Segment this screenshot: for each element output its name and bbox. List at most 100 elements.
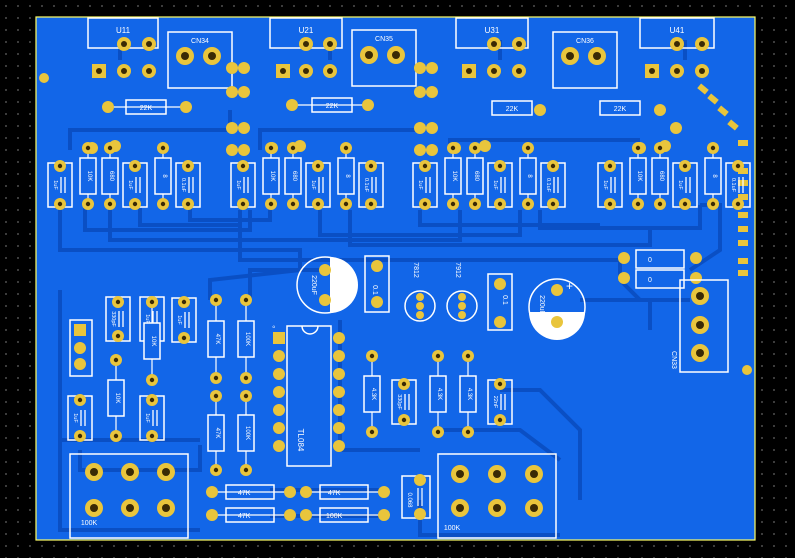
cap-1uf-ll2: 1uF (139, 394, 165, 442)
resistor-22k-b: 22K (286, 97, 374, 113)
resistor-22k-a: 22K (102, 99, 192, 115)
cn35-connector: CN35 (351, 29, 417, 87)
resistor-100k-h4: 100K (300, 507, 390, 523)
resistor-680-ch2: 680 (284, 142, 302, 210)
cap-1uf-lowerleft-b: 1uF (171, 296, 197, 344)
cap-220uf-left: + 220uF (296, 256, 358, 314)
resistor-label: 100K (244, 332, 250, 346)
cap-label: 1uF (52, 180, 58, 190)
cap-01uf-ch2: 0.1uF (358, 160, 384, 210)
resistor-43k-b: 4.3K (429, 350, 447, 438)
resistor-label: 47K (238, 513, 251, 520)
cap-label: 0.1 (501, 295, 508, 305)
resistor-label: 22K (326, 103, 339, 110)
cap-01uf-ch1: 0.1uF (175, 160, 201, 210)
cap-label: 0.1uF (730, 178, 736, 193)
resistor-label: 10K (451, 171, 457, 182)
resistor-label: 10K (269, 171, 275, 182)
cap-label: 1uF (144, 314, 150, 324)
resistor-label: 10K (150, 336, 156, 347)
cap-1uf-b-ch3: 1uF (487, 160, 513, 210)
regulator-7812: 7812 (404, 262, 436, 322)
cap-label: 0.1uF (180, 178, 186, 193)
resistor-22k-c: 22K (491, 100, 533, 116)
u11-regulator: U11 (87, 17, 159, 78)
resistor-label: 8 (526, 174, 532, 178)
cap-label: 1uF (235, 180, 241, 190)
cap-1uf-b-ch2: 1uF (305, 160, 331, 210)
resistor-label: 8 (161, 174, 167, 178)
u31-regulator: U31 (455, 17, 529, 78)
resistor-label: 8 (711, 174, 717, 178)
resistor-label: 22K (506, 106, 519, 113)
u41-label: U41 (670, 26, 685, 35)
copper-traces (58, 40, 722, 537)
cap-01uf-ch4: 0.1uF (725, 160, 751, 210)
resistor-label: 47K (214, 334, 220, 345)
cap-1uf-ch3: 1uF (412, 160, 438, 210)
resistor-label: 100K (326, 513, 343, 520)
resistor-label: 47K (214, 428, 220, 439)
resistor-47k-h1: 47K (206, 484, 296, 500)
resistor-label: 22K (614, 106, 627, 113)
cap-label: 0.1uF (545, 178, 551, 193)
cap-label: 220uF (310, 275, 317, 295)
resistor-label: 4.3K (370, 388, 376, 400)
pot-label: 100K (81, 520, 98, 527)
cap-label: 1uF (492, 180, 498, 190)
resistor-8-ch4: 8 (704, 142, 722, 210)
resistor-8-ch3: 8 (519, 142, 537, 210)
resistor-680-ch1: 680 (101, 142, 119, 210)
pot-100k-right: 100K (437, 453, 557, 539)
resistor-10k-ll2: 10K (107, 354, 125, 442)
cap-label: 0.1 (371, 285, 378, 295)
cn33-label: CN33 (670, 351, 677, 369)
mounting-hole (742, 365, 752, 375)
resistor-label: 47K (238, 490, 251, 497)
resistor-100k-v2: 100K (237, 390, 255, 476)
cn36-connector: CN36 (552, 31, 618, 89)
regulator-7912: 7912 (446, 262, 478, 322)
resistor-label: 680 (658, 171, 664, 182)
resistor-8-ch1: 8 (154, 142, 172, 210)
resistor-43k-c: 4.3K (459, 350, 477, 438)
cap-label: 0.1uF (363, 178, 369, 193)
resistor-8-ch2: 8 (337, 142, 355, 210)
cap-330pf-mid: 330pF (391, 378, 417, 426)
resistor-label: 22K (140, 105, 153, 112)
svg-text:+: + (566, 279, 573, 293)
cap-22nf: 22nF (487, 378, 513, 426)
cap-01uf-ch3: 0.1uF (540, 160, 566, 210)
cap-1uf-b-ch4: 1uF (672, 160, 698, 210)
resistor-43k-a: 4.3K (363, 350, 381, 438)
resistor-10k-ch1: 10K (79, 142, 97, 210)
cap-01-left: 0.1 (364, 255, 390, 313)
resistor-label: 680 (473, 171, 479, 182)
cap-1uf-ch2: 1uF (230, 160, 256, 210)
cap-01-right: 0.1 (487, 273, 513, 331)
resistor-10k-ch3: 10K (444, 142, 462, 210)
resistor-label: 4.3K (466, 388, 472, 400)
resistor-label: 4.3K (436, 388, 442, 400)
cap-label: 1uF (72, 413, 78, 423)
cap-label: 1uF (417, 180, 423, 190)
resistor-label: 10K (86, 171, 92, 182)
u21-label: U21 (299, 26, 314, 35)
cap-330pf-left: 330pF (105, 296, 131, 342)
cn35-label: CN35 (375, 36, 393, 43)
cn34-connector: CN34 (167, 31, 233, 89)
resistor-680-ch4: 680 (651, 142, 669, 210)
u41-regulator: U41 (639, 17, 715, 78)
cap-0068: 0.068 (401, 474, 431, 520)
jumper-label: 0 (648, 277, 652, 284)
cap-1uf-ll: 1uF (67, 394, 93, 442)
resistor-47k-v2: 47K (207, 390, 225, 476)
cap-label: 330pF (110, 311, 116, 327)
cap-label: 1uF (310, 180, 316, 190)
resistor-10k-ch2: 10K (262, 142, 280, 210)
cn34-label: CN34 (191, 38, 209, 45)
ic-tl084: TL084 (273, 325, 345, 467)
mounting-hole (39, 73, 49, 83)
resistor-label: 100K (244, 426, 250, 440)
pot-100k-left: 100K (69, 453, 189, 539)
